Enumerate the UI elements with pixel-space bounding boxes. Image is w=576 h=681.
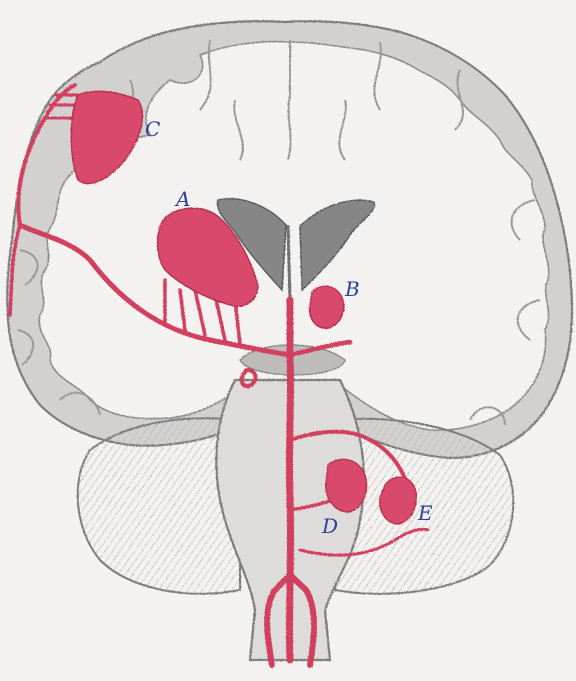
label-d: D: [321, 514, 338, 538]
septum: [288, 225, 290, 300]
lesion-d: [326, 459, 367, 512]
cerebellum-left: [78, 418, 240, 593]
lesion-b: [310, 286, 344, 328]
label-e: E: [417, 501, 433, 525]
label-a: A: [174, 187, 190, 211]
label-b: B: [344, 277, 360, 301]
label-c: C: [145, 117, 160, 141]
